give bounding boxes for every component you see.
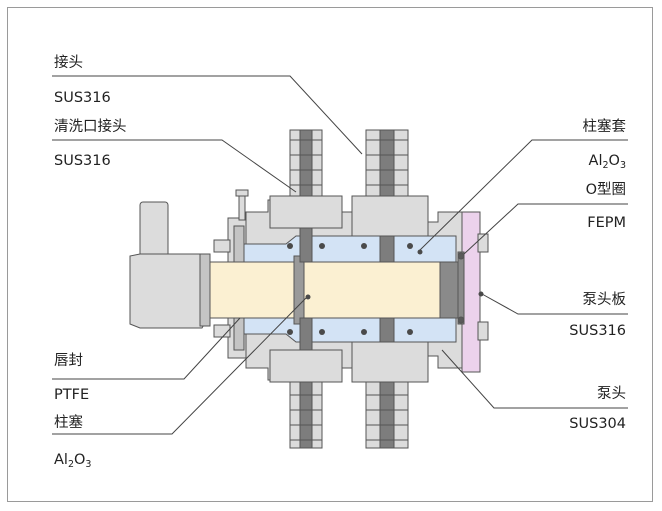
o-ring-dot-bottom	[457, 316, 465, 324]
label-flush-joint-material: SUS316	[54, 153, 111, 169]
head-plate-stud-bottom	[477, 321, 489, 341]
seal-dot	[319, 243, 325, 249]
seal-dots	[287, 243, 484, 335]
plunger-center-dot	[305, 294, 311, 300]
plunger-material-sub-1: 2	[67, 459, 74, 470]
label-joint: 接头	[54, 55, 83, 71]
sleeve-material-sub-1: 2	[602, 160, 609, 171]
head-plate	[461, 211, 481, 373]
label-pump-head: 泵头	[597, 386, 626, 402]
actuator-boss	[199, 253, 211, 327]
plunger-material-part-b: O	[74, 452, 86, 468]
label-plunger-material: Al2O3	[54, 452, 91, 473]
seal-dot	[361, 243, 367, 249]
leader-joint	[52, 75, 363, 155]
screw-top-left-head	[235, 189, 249, 197]
leader-head-plate	[481, 293, 628, 315]
leader-sleeve	[419, 139, 628, 251]
sleeve-material-part-b: O	[608, 153, 620, 169]
plunger-chamber-end	[437, 261, 459, 319]
label-head-plate: 泵头板	[582, 292, 627, 308]
leader-lines	[52, 75, 628, 435]
label-sleeve-material: Al2O3	[589, 153, 626, 174]
flush-fitting-lower-hex	[269, 349, 343, 383]
joint-upper-hex	[351, 195, 429, 237]
plunger	[205, 255, 441, 325]
flush-fitting-upper-hex	[269, 195, 343, 229]
seal-dot	[287, 329, 293, 335]
label-o-ring-material: FEPM	[587, 215, 626, 231]
seal-dot	[287, 243, 293, 249]
label-head-plate-material: SUS316	[569, 323, 626, 339]
leader-lip-seal	[52, 317, 241, 380]
barb-ridges-flush-lower	[290, 394, 322, 441]
plunger-collar	[293, 255, 305, 325]
plunger-material-part-a: Al	[54, 452, 68, 468]
plunger-material-sub-2: 3	[85, 459, 92, 470]
flush-fitting-lower-core	[299, 317, 313, 449]
actuator-head	[129, 253, 209, 329]
barb-ridges	[290, 139, 408, 441]
joint-lower-hex	[351, 341, 429, 383]
sleeve-material-sub-2: 3	[619, 160, 626, 171]
label-joint-material: SUS316	[54, 90, 111, 106]
label-sleeve: 柱塞套	[582, 119, 627, 135]
plate-center-dot	[478, 291, 484, 297]
label-lip-seal: 唇封	[54, 353, 83, 369]
leader-flush-joint	[52, 139, 297, 193]
figure-frame	[7, 7, 653, 502]
leader-pump-head	[441, 349, 628, 409]
label-lip-seal-material: PTFE	[54, 387, 90, 403]
barb-ridges-flush-upper	[290, 139, 322, 186]
seal-dot	[407, 243, 413, 249]
barb-ridges-joint-upper	[366, 139, 408, 186]
stud-upper-left	[213, 239, 231, 253]
joint-lower-core	[379, 317, 395, 449]
barb-ridges-joint-lower	[366, 394, 408, 441]
seal-dot	[361, 329, 367, 335]
leader-o-ring	[463, 203, 628, 255]
label-plunger: 柱塞	[54, 415, 83, 431]
actuator	[129, 201, 211, 329]
label-pump-head-material: SUS304	[569, 416, 626, 432]
head-plate-stud-top	[477, 233, 489, 253]
sleeve-dot	[417, 249, 423, 255]
plunger-rod	[205, 261, 441, 319]
lower-fittings	[269, 317, 429, 449]
label-flush-joint: 清洗口接头	[54, 119, 127, 135]
sleeve-material-part-a: Al	[588, 153, 603, 169]
o-ring	[457, 251, 465, 325]
leader-plunger	[52, 297, 307, 435]
label-o-ring: O型圈	[585, 182, 626, 198]
o-ring-dot-top	[457, 252, 465, 260]
seal-dot	[407, 329, 413, 335]
seal-dot	[319, 329, 325, 335]
